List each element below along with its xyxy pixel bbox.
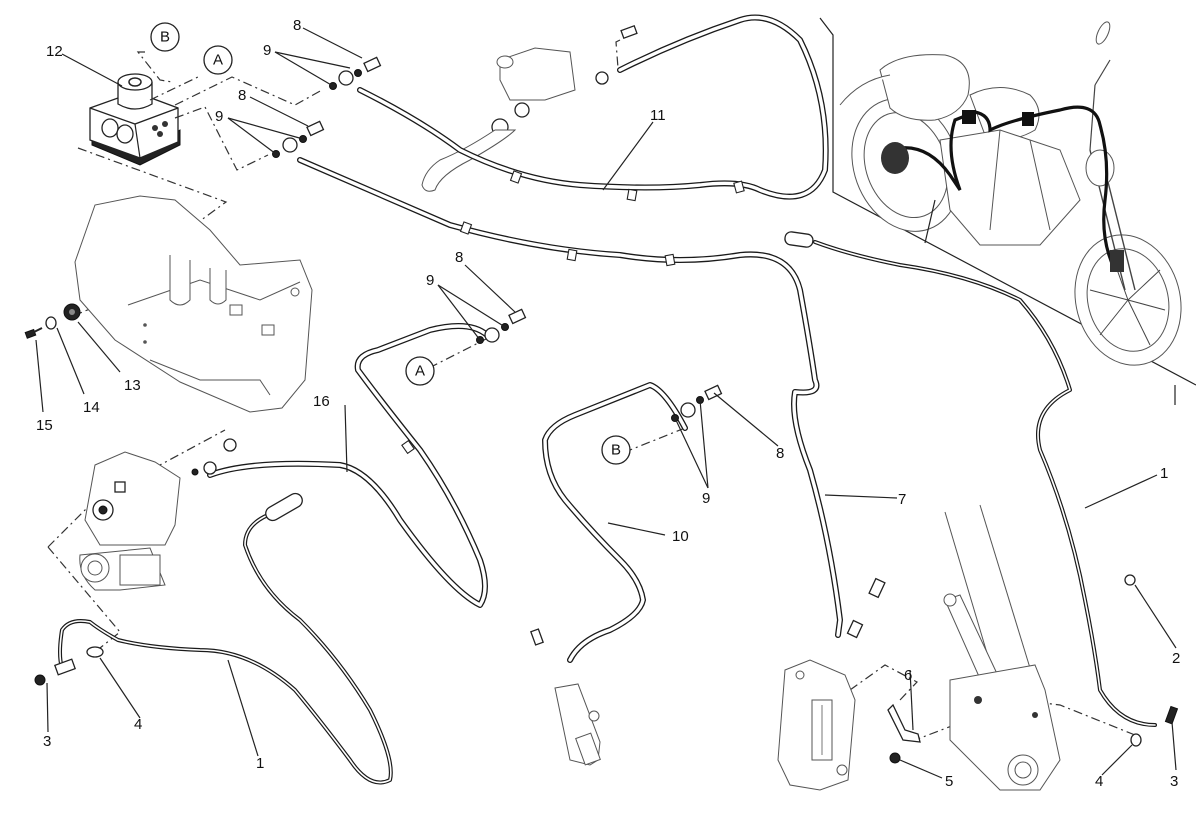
sensor-head-rear bbox=[265, 492, 303, 522]
svg-text:A: A bbox=[415, 363, 425, 380]
callout-3: 3 bbox=[43, 733, 51, 750]
washer-4-right bbox=[1130, 733, 1142, 747]
rear-caliper bbox=[79, 451, 181, 591]
callout-4: 4 bbox=[1095, 773, 1103, 790]
hose-7 bbox=[297, 157, 843, 638]
ref-circle-a-top: A bbox=[203, 45, 233, 75]
washer-4-left bbox=[86, 646, 104, 658]
callout-9: 9 bbox=[702, 490, 710, 507]
rear-master-cylinder bbox=[530, 628, 601, 766]
front-caliper bbox=[777, 659, 856, 791]
callout-11: 11 bbox=[650, 107, 666, 124]
callout-9: 9 bbox=[215, 108, 223, 125]
motorcycle-inset bbox=[819, 17, 1196, 405]
callout-8: 8 bbox=[238, 87, 246, 104]
callout-8: 8 bbox=[776, 445, 784, 462]
fork-leg bbox=[943, 504, 1061, 791]
hose-10 bbox=[542, 382, 688, 663]
inset-frame-line bbox=[819, 17, 1196, 386]
sensor-wire-rear bbox=[58, 492, 393, 785]
screw-5 bbox=[889, 752, 901, 764]
callout-10: 10 bbox=[672, 528, 689, 545]
callout-4: 4 bbox=[134, 716, 142, 733]
callout-14: 14 bbox=[83, 399, 100, 416]
screw-3-left bbox=[34, 658, 77, 686]
callout-9: 9 bbox=[263, 42, 271, 59]
callout-3: 3 bbox=[1170, 773, 1178, 790]
abs-harness bbox=[889, 105, 1117, 271]
engine bbox=[939, 129, 1081, 246]
rubber-mount bbox=[63, 303, 81, 321]
abs-bracket bbox=[74, 195, 313, 413]
ref-circle-a-mid: A bbox=[405, 356, 435, 386]
brake-lever bbox=[421, 129, 517, 192]
callout-13: 13 bbox=[124, 377, 141, 394]
screw-3-right bbox=[1164, 705, 1179, 725]
svg-text:B: B bbox=[611, 442, 621, 459]
grommet-2 bbox=[1124, 574, 1136, 586]
svg-text:A: A bbox=[213, 52, 223, 69]
callout-1: 1 bbox=[1160, 465, 1168, 482]
callout-7: 7 bbox=[898, 491, 906, 508]
callout-5: 5 bbox=[945, 773, 953, 790]
callout-8: 8 bbox=[455, 249, 463, 266]
abs-control-unit bbox=[89, 73, 181, 166]
callout-2: 2 bbox=[1172, 650, 1180, 667]
svg-text:B: B bbox=[160, 29, 170, 46]
leader-lines bbox=[35, 27, 1177, 779]
headlight bbox=[1085, 149, 1115, 187]
front-master-cylinder bbox=[421, 47, 576, 192]
callout-16: 16 bbox=[313, 393, 330, 410]
mirror bbox=[1095, 21, 1111, 45]
sensor-head-front bbox=[784, 231, 814, 248]
ref-circle-b-top: B bbox=[150, 22, 180, 52]
clip-6 bbox=[887, 703, 921, 743]
washer-14 bbox=[45, 316, 57, 330]
hose-ferrules bbox=[401, 170, 745, 455]
callout-8: 8 bbox=[293, 17, 301, 34]
callout-6: 6 bbox=[904, 667, 912, 684]
callout-9: 9 bbox=[426, 272, 434, 289]
callout-1: 1 bbox=[256, 755, 264, 772]
callout-12: 12 bbox=[46, 43, 63, 60]
screw-15 bbox=[24, 327, 43, 339]
callout-15: 15 bbox=[36, 417, 53, 434]
callout-labels: 12 8 9 8 9 11 13 14 15 8 9 16 8 9 10 7 1… bbox=[36, 17, 1180, 790]
ref-circle-b-mid: B bbox=[601, 435, 631, 465]
banjo-fittings bbox=[191, 25, 886, 639]
seat bbox=[879, 54, 970, 121]
sensor-wire-front bbox=[784, 231, 1157, 727]
hose-11 bbox=[357, 14, 829, 200]
